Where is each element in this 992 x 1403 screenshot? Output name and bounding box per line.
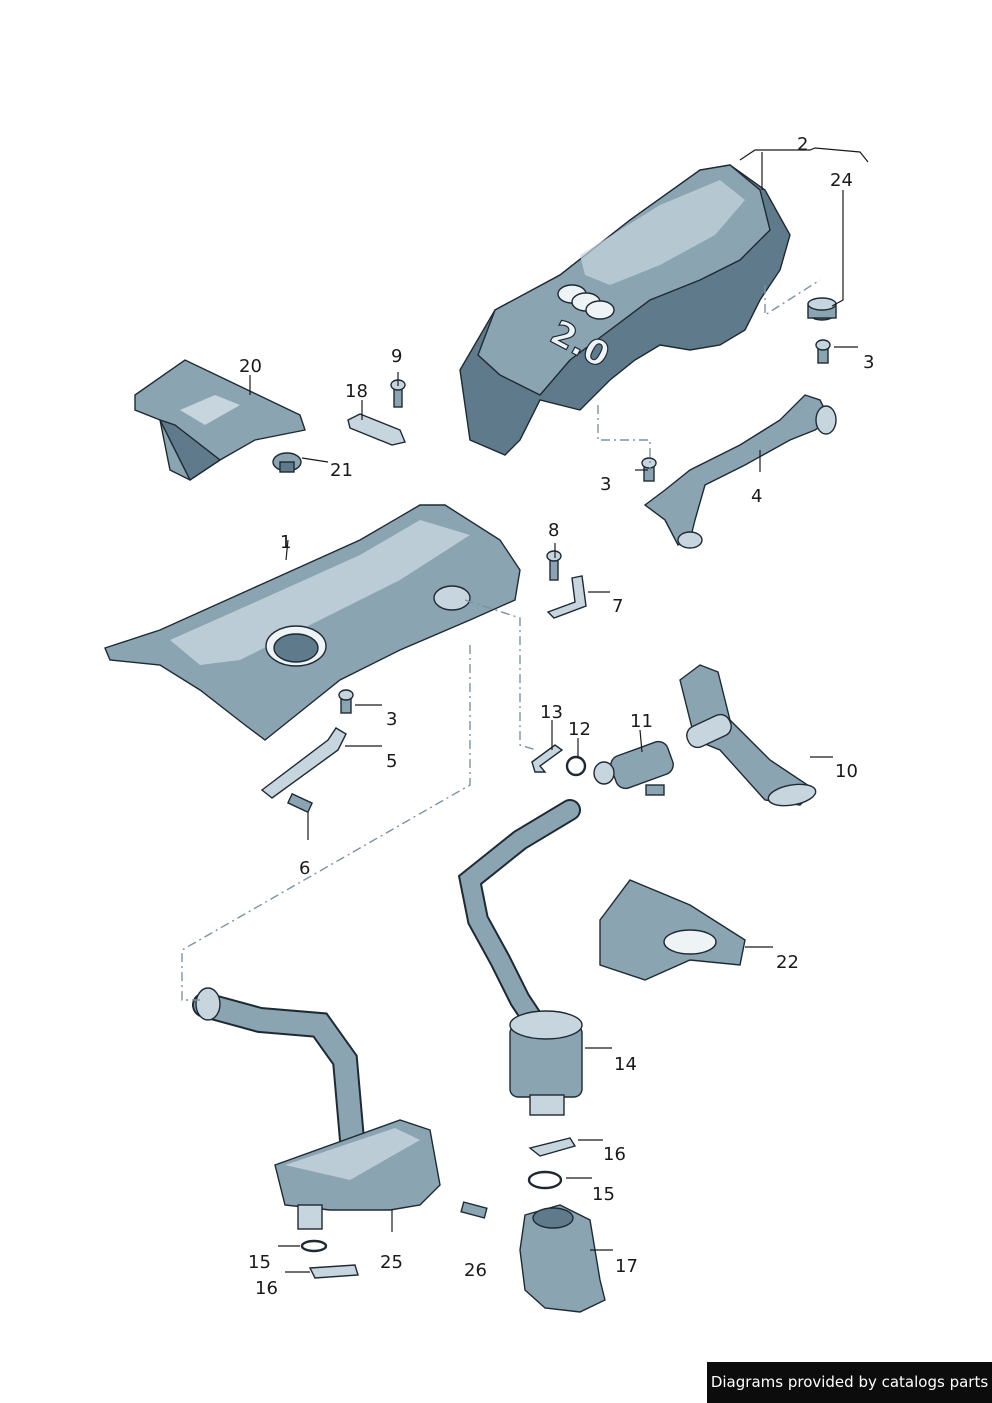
engine-cover: 2.0 (459, 164, 791, 456)
clip-21 (272, 452, 302, 473)
credit-banner: Diagrams provided by catalogs parts (707, 1362, 992, 1403)
o-ring-15-lower (300, 1239, 328, 1253)
bolt-3-lower (338, 689, 354, 714)
callout-3b: 3 (600, 474, 611, 495)
reservoir-25 (274, 1119, 441, 1230)
callout-18: 18 (345, 381, 368, 402)
callout-12: 12 (568, 719, 591, 740)
callout-20: 20 (239, 356, 262, 377)
callout-1: 1 (280, 532, 291, 553)
callout-2: 2 (797, 134, 808, 155)
callout-21: 21 (330, 460, 353, 481)
callout-16b: 16 (255, 1278, 278, 1299)
o-ring-15-upper (527, 1170, 563, 1190)
clip-16-upper (528, 1137, 577, 1157)
bracket-18 (347, 413, 406, 446)
callout-14: 14 (614, 1054, 637, 1075)
callout-25: 25 (380, 1252, 403, 1273)
grommet-24 (807, 297, 837, 321)
callout-3c: 3 (386, 709, 397, 730)
heat-shield-22 (599, 879, 746, 981)
housing-17 (519, 1204, 606, 1313)
callout-15b: 15 (248, 1252, 271, 1273)
bolt-3-upper (815, 339, 831, 364)
callout-17: 17 (615, 1256, 638, 1277)
oil-separator-14 (509, 1010, 583, 1116)
valve-11 (593, 740, 674, 796)
callout-13: 13 (540, 702, 563, 723)
callout-26: 26 (464, 1260, 487, 1281)
callout-24: 24 (830, 170, 853, 191)
bracket-5 (260, 727, 347, 799)
assembly-lines (181, 279, 821, 1001)
breather-hose (457, 799, 581, 1041)
cover-20 (134, 359, 306, 482)
bolt-6 (286, 792, 314, 814)
oil-filler-pipe (192, 987, 365, 1153)
callout-9: 9 (391, 346, 402, 367)
callout-7: 7 (612, 596, 623, 617)
clip-13 (531, 744, 564, 773)
breather-pipe-4 (643, 394, 837, 549)
callout-22: 22 (776, 952, 799, 973)
bolt-8 (546, 550, 562, 581)
o-ring-12 (565, 755, 587, 777)
callout-5: 5 (386, 751, 397, 772)
callout-3a: 3 (863, 352, 874, 373)
callout-11: 11 (630, 711, 653, 732)
callout-15a: 15 (592, 1184, 615, 1205)
cylinder-head-cover-1 (104, 504, 521, 741)
callout-6: 6 (299, 858, 310, 879)
clip-16-lower (308, 1264, 359, 1279)
leader-lines (249, 147, 869, 1273)
intake-hose-10 (679, 664, 817, 807)
callout-8: 8 (548, 520, 559, 541)
bolt-3-middle (641, 457, 657, 482)
callout-16a: 16 (603, 1144, 626, 1165)
callout-10: 10 (835, 761, 858, 782)
bracket-7 (546, 575, 587, 619)
callout-4: 4 (751, 486, 762, 507)
callout-labels: 1 2 3 3 3 4 5 6 7 8 9 10 11 12 13 14 15 … (239, 134, 874, 1299)
bolt-26 (460, 1201, 488, 1219)
